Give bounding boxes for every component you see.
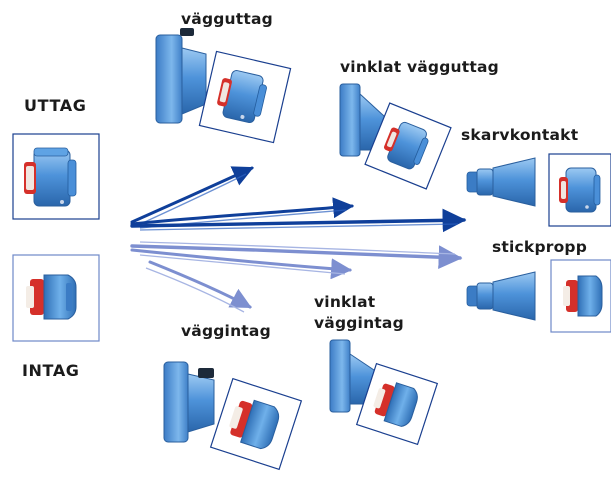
arrow-to-vinklat-vaggintag [130,248,353,280]
label-intag: INTAG [22,361,80,380]
vagguttag-group [155,28,292,144]
inlet-face-icon [563,275,603,317]
arrow-to-vagguttag [130,166,254,224]
blue-socket-outlet-icon [24,147,77,207]
wall-socket-icon [155,28,207,124]
socket-face-icon [217,70,267,124]
vinklat-vagguttag-group [339,83,452,190]
label-vaggintag: väggintag [181,322,271,340]
vinklat-vaggintag-group [329,339,439,446]
skarvkontakt-group [466,153,611,227]
label-skarvkontakt: skarvkontakt [461,126,579,144]
uttag-group [12,133,100,220]
inlet-face-icon [229,399,280,450]
socket-face-icon [384,121,429,170]
socket-face-icon [559,167,601,213]
intag-group [12,254,100,342]
plug-icon [466,271,536,321]
blue-inlet-plug-icon [26,274,77,320]
label-vinklat-vaggintag-line1: vinklat [314,293,376,311]
arrow-to-skarvkontakt [130,208,467,233]
inlet-face-icon [373,382,418,427]
vaggintag-group [163,361,303,471]
label-vagguttag: vägguttag [181,10,273,28]
label-vinklat-vaggintag-line2: väggintag [314,314,404,332]
arrows-outlet [130,166,467,233]
arrow-to-stickpropp [130,244,463,270]
extension-connector-icon [466,157,536,207]
arrow-to-vinklat-vagguttag [130,197,355,226]
label-uttag: UTTAG [24,96,87,115]
arrow-to-vaggintag [148,260,252,309]
label-vinklat-vagguttag: vinklat vägguttag [340,58,499,76]
label-stickpropp: stickpropp [492,238,588,256]
arrows-inlet [130,241,463,313]
wall-inlet-icon [163,361,215,443]
stickpropp-group [466,259,611,333]
